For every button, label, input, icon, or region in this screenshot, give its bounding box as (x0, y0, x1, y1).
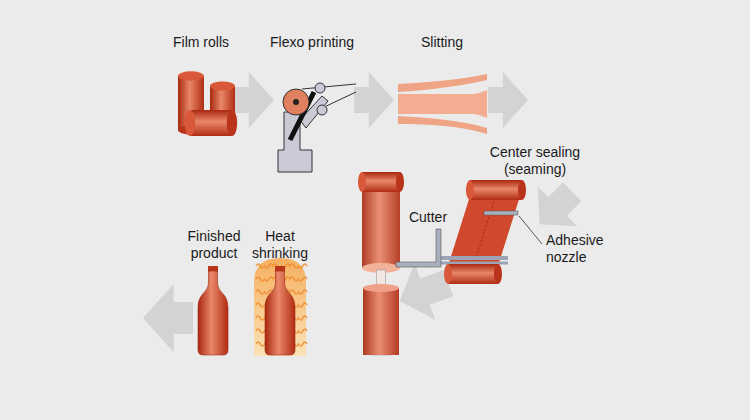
step-label: Cutter (402, 209, 454, 226)
film-roll (185, 110, 237, 136)
step-label: Heat shrinking (245, 228, 315, 262)
step-label: Flexo printing (258, 34, 366, 51)
bottle (363, 270, 399, 355)
sleeve-tube (362, 184, 400, 273)
slit-film (398, 74, 487, 134)
bottle (198, 266, 228, 355)
step-label: Finished product (176, 228, 252, 262)
step-label: Slitting (410, 34, 474, 51)
film-reel (358, 172, 404, 192)
step-label: Adhesive nozzle (546, 232, 618, 266)
cutter-blade (396, 229, 441, 267)
film-reel (466, 180, 526, 200)
step-label: Center sealing (seaming) (477, 144, 593, 178)
heat-zone (254, 258, 307, 356)
flow-arrow (234, 72, 274, 128)
film-reel (444, 264, 502, 284)
machine-figures (178, 71, 542, 356)
step-label: Film rolls (165, 34, 237, 51)
seaming-unit (440, 196, 542, 266)
flexo-press (278, 83, 356, 172)
flow-arrow (354, 72, 394, 128)
flow-arrow (488, 72, 528, 128)
bottle (265, 266, 295, 355)
flow-arrow (143, 284, 193, 352)
